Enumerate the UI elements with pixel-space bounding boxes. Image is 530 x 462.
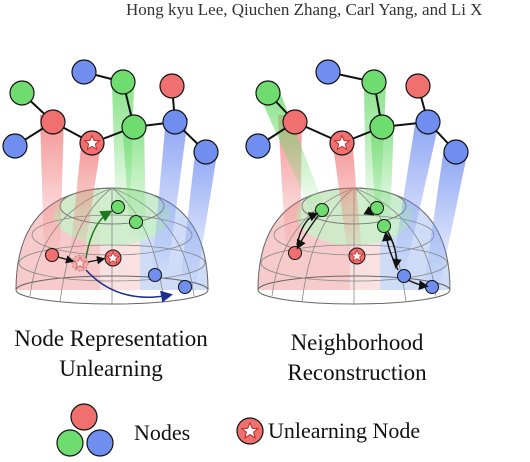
caption-right-line1: Neighborhood bbox=[291, 330, 424, 355]
node-green bbox=[9, 80, 35, 106]
node-blue bbox=[162, 109, 188, 135]
node-red bbox=[159, 73, 185, 99]
panel-neighborhood-reconstruction: Neighborhood Reconstruction bbox=[245, 59, 469, 385]
graph-nodes-right bbox=[245, 59, 469, 165]
embedded-nodes-left bbox=[45, 200, 192, 294]
legend-nodes-label: Nodes bbox=[134, 420, 190, 445]
caption-left-line2: Unlearning bbox=[59, 356, 163, 381]
node-red bbox=[40, 109, 66, 135]
panel-node-representation-unlearning: Node Representation Unlearning bbox=[2, 59, 219, 381]
caption-right-line2: Reconstruction bbox=[287, 360, 427, 385]
node-blue bbox=[193, 139, 219, 165]
legend-unlearning-label: Unlearning Node bbox=[268, 418, 420, 443]
movement-arrows-left bbox=[57, 210, 173, 303]
projection-beams-left bbox=[40, 85, 218, 285]
legend-unlearning-node-icon bbox=[236, 417, 264, 445]
node-green bbox=[121, 114, 147, 140]
author-header: Hong kyu Lee, Qiuchen Zhang, Carl Yang, … bbox=[126, 0, 483, 19]
node-green bbox=[110, 69, 136, 95]
graph-nodes-left bbox=[2, 59, 219, 165]
legend-nodes-icon bbox=[56, 403, 114, 457]
legend: Nodes Unlearning Node bbox=[56, 403, 420, 457]
node-blue bbox=[71, 59, 97, 85]
caption-left-line1: Node Representation bbox=[14, 326, 208, 351]
reconstruction-arrows-right bbox=[296, 206, 429, 290]
node-blue bbox=[2, 133, 28, 159]
